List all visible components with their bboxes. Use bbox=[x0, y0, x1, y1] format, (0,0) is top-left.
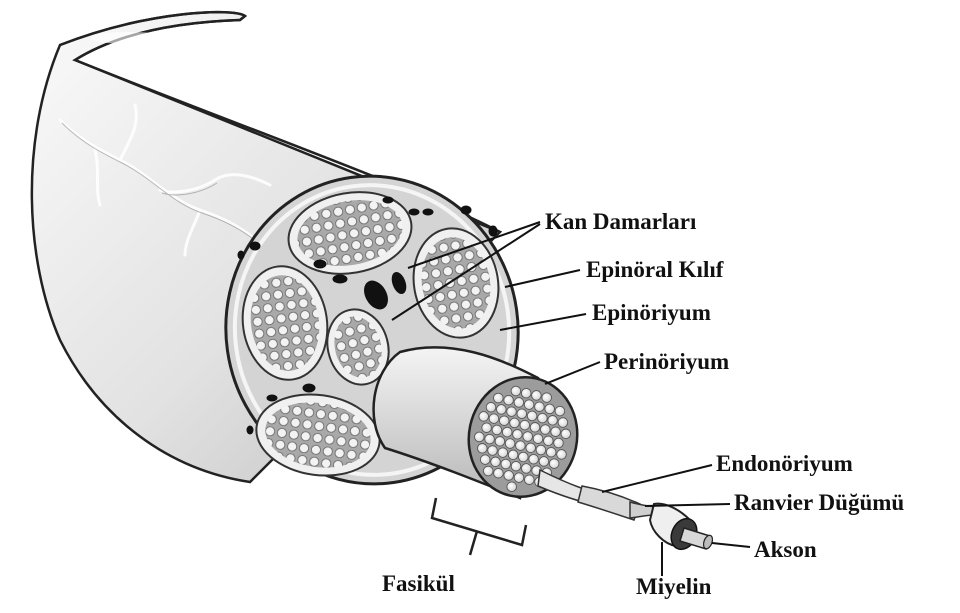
label-endonoriyum: Endonöriyum bbox=[716, 452, 853, 475]
nerve-fiber-end bbox=[527, 411, 537, 421]
nerve-fiber-end bbox=[516, 441, 526, 451]
nerve-fiber-end bbox=[544, 436, 554, 446]
nerve-fiber-end bbox=[561, 429, 571, 439]
nerve-fiber-end bbox=[536, 445, 546, 455]
nerve-fiber-end bbox=[529, 454, 539, 464]
nerve-fiber-end bbox=[505, 439, 515, 449]
nerve-fiber-end bbox=[497, 405, 507, 415]
nerve-fiber-end bbox=[524, 400, 534, 410]
nerve-fiber-end bbox=[507, 407, 517, 417]
nerve-fiber-end bbox=[491, 457, 501, 467]
nerve-fiber-end bbox=[549, 459, 559, 469]
nerve-fiber-end bbox=[533, 434, 543, 444]
label-akson: Akson bbox=[754, 538, 817, 561]
nerve-fiber-end bbox=[554, 438, 564, 448]
nerve-fiber-end bbox=[499, 416, 509, 426]
nerve-fiber-end bbox=[514, 398, 524, 408]
nerve-fiber-end bbox=[539, 457, 549, 467]
nerve-fiber-end bbox=[486, 402, 496, 412]
label-epinoral-kilif: Epinöral Kılıf bbox=[586, 258, 723, 281]
nerve-fiber-end bbox=[494, 393, 504, 403]
nerve-fiber-end bbox=[521, 388, 531, 398]
label-miyelin: Miyelin bbox=[636, 575, 711, 598]
nerve-fiber-end bbox=[502, 427, 512, 437]
nerve-fiber-end bbox=[504, 395, 514, 405]
nerve-fiber-end bbox=[508, 450, 518, 460]
nerve-fiber-end bbox=[532, 391, 542, 401]
label-kan-damarlari: Kan Damarları bbox=[545, 210, 696, 233]
nerve-fiber-end bbox=[519, 452, 529, 462]
nerve-fiber-end bbox=[522, 464, 532, 474]
nerve-fiber-end bbox=[541, 425, 551, 435]
nerve-fiber-end bbox=[545, 404, 555, 414]
nerve-fiber-end bbox=[485, 434, 495, 444]
nerve-fiber-end bbox=[488, 446, 498, 456]
nerve-fiber-end bbox=[557, 450, 567, 460]
label-epinoriyum: Epinöriyum bbox=[592, 301, 711, 324]
nerve-fiber-end bbox=[478, 444, 488, 454]
nerve-fiber-end bbox=[511, 461, 521, 471]
nerve-fiber-end bbox=[492, 425, 502, 435]
label-fasikul: Fasikül bbox=[382, 572, 455, 595]
nerve-fiber-end bbox=[507, 482, 517, 492]
nerve-fiber-end bbox=[483, 466, 493, 476]
nerve-fiber-end bbox=[555, 406, 565, 416]
nerve-fiber-end bbox=[513, 430, 523, 440]
label-perinoriyum: Perinöriyum bbox=[604, 350, 729, 373]
nerve-fiber-end bbox=[495, 437, 505, 447]
nerve-fiber-end bbox=[558, 418, 568, 428]
nerve-fiber-end bbox=[510, 418, 520, 428]
nerve-fiber-end bbox=[520, 420, 530, 430]
nerve-fiber-end bbox=[530, 423, 540, 433]
nerve-fiber-end bbox=[551, 427, 561, 437]
nerve-fiber-end bbox=[517, 409, 527, 419]
nerve-top-edge bbox=[90, 32, 170, 44]
nerve-fiber-end bbox=[523, 432, 533, 442]
nerve-fiber-end bbox=[479, 412, 489, 422]
nerve-fiber-end bbox=[482, 423, 492, 433]
nerve-fiber-end bbox=[525, 475, 535, 485]
nerve-fiber-end bbox=[480, 455, 490, 465]
fascicle-bracket bbox=[432, 498, 526, 555]
nerve-fiber-end bbox=[542, 393, 552, 403]
nerve-fiber-end bbox=[526, 443, 536, 453]
nerve-fiber-end bbox=[538, 413, 548, 423]
nerve-fiber-end bbox=[501, 459, 511, 469]
nerve-fiber-end bbox=[514, 473, 524, 483]
label-ranvier-dugumu: Ranvier Düğümü bbox=[734, 491, 904, 514]
nerve-fiber-end bbox=[494, 468, 504, 478]
nerve-fiber-end bbox=[498, 448, 508, 458]
nerve-fiber-end bbox=[475, 432, 485, 442]
nerve-fiber-end bbox=[535, 402, 545, 412]
nerve-fiber-end bbox=[489, 414, 499, 424]
nerve-fiber-end bbox=[548, 416, 558, 426]
nerve-fiber-end bbox=[511, 386, 521, 396]
nerve-fiber-end bbox=[546, 447, 556, 457]
nerve-fiber-end bbox=[504, 471, 514, 481]
